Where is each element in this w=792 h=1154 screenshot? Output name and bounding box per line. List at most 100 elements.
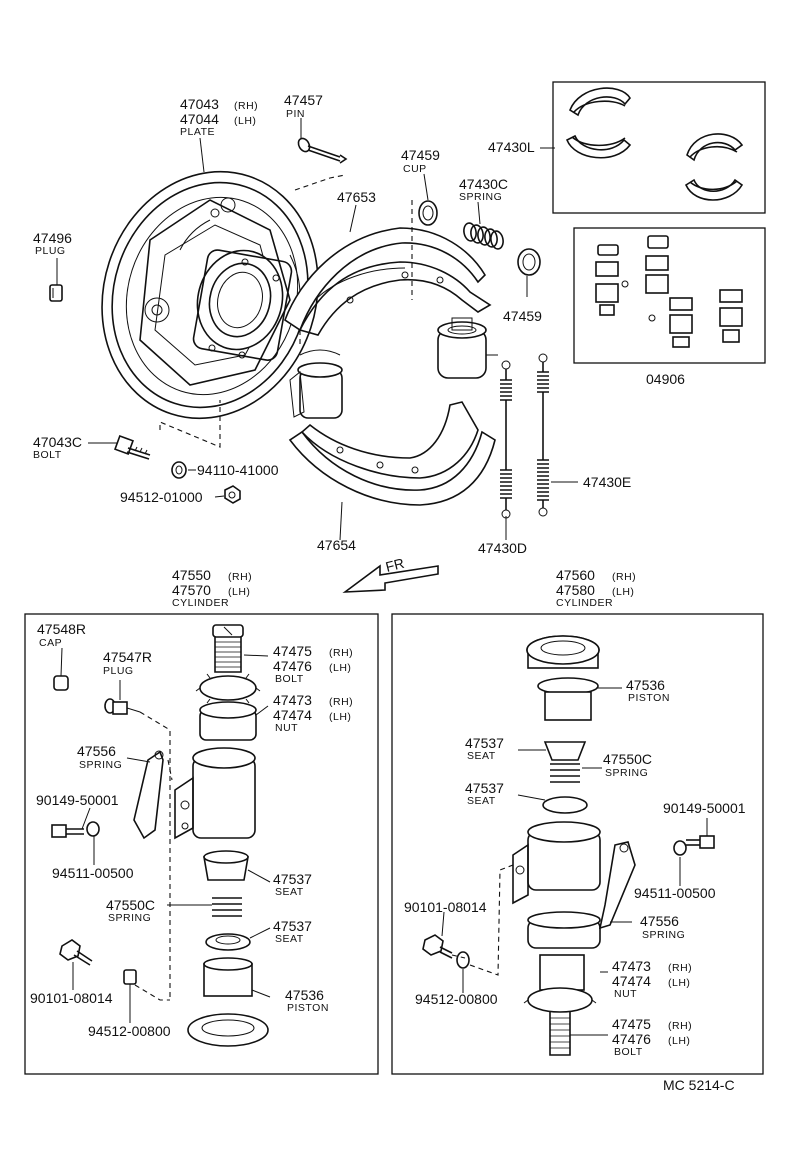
label-left-spring: 47550C [106,897,155,913]
label-left-spring-lever: 47556 [77,743,116,759]
cup-right-illustration [517,248,541,276]
label-left-bolt2: 90101-08014 [30,990,113,1006]
label-right-adj-nut-name: NUT [614,988,637,1000]
bolt-47043c-icon [114,435,151,460]
label-right-cyl-lh: 47580 [556,582,595,598]
label-cup-right: 47459 [503,308,542,324]
leader-lines-right [441,687,708,1036]
cup-upper-illustration [418,200,438,226]
left-cylinder-illustration [174,624,269,1047]
label-left-adj-bolt-lh: 47476 [273,658,312,674]
label-nut: 94512-01000 [120,489,203,505]
assembly-dash-lines-upper [159,174,413,448]
label-left-adj-bolt-rh: 47475 [273,643,312,659]
label-cyl-kit: 04906 [646,371,685,387]
label-left-adj-nut-rh-tag: (RH) [329,696,353,708]
label-left-cap-name: CAP [39,637,62,649]
label-left-spring-name: SPRING [108,912,151,924]
return-spring-d-illustration [500,360,512,519]
label-left-cyl-rh-tag: (RH) [228,571,252,583]
label-left-washer: 94511-00500 [52,865,134,881]
label-plate-lh: 47044 [180,111,219,127]
left-cylinder-box [24,613,379,1075]
label-left-adj-nut-lh: 47474 [273,707,312,723]
label-bolt-name: BOLT [33,449,62,461]
spring-lever-left-illustration [133,750,164,840]
label-right-seat2: 47537 [465,780,504,796]
label-bolt: 47043C [33,434,82,450]
label-cup-top: 47459 [401,147,440,163]
label-right-adj-nut-lh: 47474 [612,973,651,989]
label-spring-e: 47430E [583,474,631,490]
label-right-seat1-name: SEAT [467,750,496,762]
label-fr: FR [384,555,406,575]
label-shoe-bottom: 47654 [317,537,356,553]
label-left-seat2: 47537 [273,918,312,934]
label-right-cyl-rh-tag: (RH) [612,571,636,583]
label-left-adj-nut-rh: 47473 [273,692,312,708]
label-pin: 47457 [284,92,323,108]
label-shoe-kit: 47430L [488,139,535,155]
label-left-seat2-name: SEAT [275,933,304,945]
brake-shoe-lower-illustration [288,401,496,506]
cylinder-kit-box [573,227,766,364]
leader-lines-left [60,647,271,1023]
label-spring-c: 47430C [459,176,508,192]
label-right-bolt2: 90101-08014 [404,899,487,915]
labels: 47043 (RH) 47044 (LH) PLATE 47457 PIN 47… [30,92,746,1093]
bolt2-left-icon [59,939,93,966]
screw-left-icon [51,824,84,838]
label-right-washer2: 94512-00800 [415,991,498,1007]
shoe-kit-box [552,81,766,214]
plug-icon [49,284,63,302]
label-pin-name: PIN [286,108,305,120]
label-right-seat1: 47537 [465,735,504,751]
shoe-kit-illustration [565,87,744,201]
return-spring-e-illustration [537,353,549,517]
label-diagram-ref: MC 5214-C [663,1077,735,1093]
plug-47547r-icon [104,698,141,715]
pin-illustration [297,137,348,164]
label-plate-name: PLATE [180,126,215,138]
wheel-cylinder-upper-illustration [437,317,498,379]
label-right-cyl-rh: 47560 [556,567,595,583]
label-right-washer: 94511-00500 [634,885,716,901]
washer-icon [171,461,187,479]
label-left-washer2: 94512-00800 [88,1023,171,1039]
label-plug-name: PLUG [35,245,66,257]
right-cylinder-box [391,613,764,1075]
right-cylinder-illustration [512,635,601,1056]
cylinder-kit-illustration [595,235,743,348]
label-right-adj-nut-rh-tag: (RH) [668,962,692,974]
label-right-piston: 47536 [626,677,665,693]
label-left-cap: 47548R [37,621,86,637]
label-left-spring-lever-name: SPRING [79,759,122,771]
label-left-screw: 90149-50001 [36,792,119,808]
label-right-adj-bolt-name: BOLT [614,1046,643,1058]
label-right-seat2-name: SEAT [467,795,496,807]
bolt2-right-icon [422,934,453,959]
label-right-piston-name: PISTON [628,692,670,704]
label-spring-d: 47430D [478,540,527,556]
label-right-spring-lever: 47556 [640,913,679,929]
label-right-spring: 47550C [603,751,652,767]
label-left-cyl-lh: 47570 [172,582,211,598]
label-left-plug: 47547R [103,649,152,665]
label-cup-top-name: CUP [403,163,427,175]
washer-left-icon [86,821,100,837]
assembly-dash-lines-left [134,711,173,1001]
washer2-right-icon [456,951,470,969]
label-left-piston-name: PISTON [287,1002,329,1014]
label-left-cyl-rh: 47550 [172,567,211,583]
label-right-cyl-lh-tag: (LH) [612,586,634,598]
label-right-cyl-name: CYLINDER [556,597,613,609]
label-plate-rh-tag: (RH) [234,100,258,112]
label-plate-rh: 47043 [180,96,219,112]
label-right-adj-bolt-rh: 47475 [612,1016,651,1032]
washer-right-icon [673,840,687,856]
label-right-adj-bolt-lh-tag: (LH) [668,1035,690,1047]
label-left-adj-bolt-lh-tag: (LH) [329,662,351,674]
label-left-cyl-lh-tag: (LH) [228,586,250,598]
label-left-adj-bolt-rh-tag: (RH) [329,647,353,659]
